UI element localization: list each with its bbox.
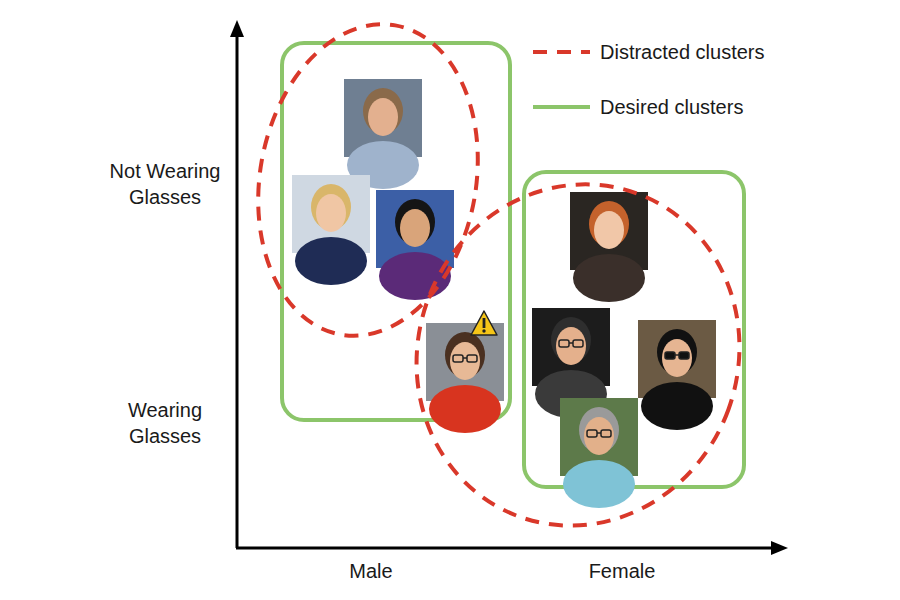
legend-swatch <box>533 50 590 54</box>
axis-category-label: Not Wearing Glasses <box>90 158 240 210</box>
glasses-lens <box>559 340 569 347</box>
face-photos <box>292 79 716 508</box>
photo-shoulders <box>379 252 451 300</box>
face-photo <box>638 320 716 430</box>
face-photo <box>426 323 504 433</box>
glasses-lens <box>587 430 597 437</box>
x-axis-arrowhead <box>771 541 788 555</box>
photo-face <box>594 211 624 249</box>
photo-glasses <box>559 340 583 347</box>
glasses-bridge <box>597 432 601 434</box>
photo-face <box>450 342 480 380</box>
axes <box>230 20 788 555</box>
warning-icon <box>471 311 497 335</box>
distracted-clusters <box>234 7 787 572</box>
glasses-lens <box>573 340 583 347</box>
y-axis-arrowhead <box>230 20 244 37</box>
axis-category-label: Male <box>311 558 431 584</box>
photo-face <box>556 327 586 365</box>
glasses-lens <box>453 355 463 362</box>
face-photo <box>560 398 638 508</box>
legend-swatch <box>533 105 590 109</box>
photo-shoulders <box>641 382 713 430</box>
photo-glasses <box>587 430 611 437</box>
photo-shoulders <box>295 237 367 285</box>
glasses-lens <box>679 352 689 359</box>
distracted-cluster-outline <box>369 139 787 572</box>
photo-glasses <box>453 355 477 362</box>
desired-cluster-outline <box>524 172 744 487</box>
legend-swatches <box>533 52 590 107</box>
glasses-bridge <box>463 357 467 359</box>
distracted-cluster-outline <box>234 7 501 354</box>
face-photo <box>344 79 422 189</box>
photo-face <box>400 209 430 247</box>
glasses-bridge <box>569 342 573 344</box>
face-photo <box>376 190 454 300</box>
glasses-lens <box>467 355 477 362</box>
warning-triangle <box>471 311 497 335</box>
photo-face <box>368 98 398 136</box>
glasses-bridge <box>675 354 679 356</box>
warning-mark-dot <box>482 329 485 332</box>
y-axis <box>236 34 239 548</box>
desired-cluster-outline <box>282 43 510 420</box>
photo-shoulders <box>563 460 635 508</box>
photo-shoulders <box>429 385 501 433</box>
glasses-lens <box>601 430 611 437</box>
axis-category-label: Female <box>562 558 682 584</box>
photo-face <box>584 417 614 455</box>
photo-glasses <box>665 352 689 359</box>
face-photo <box>570 192 648 302</box>
glasses-lens <box>665 352 675 359</box>
photo-face <box>662 339 692 377</box>
legend-label: Distracted clusters <box>600 39 765 65</box>
face-photo <box>292 175 370 285</box>
desired-clusters <box>282 43 744 487</box>
warning-mark-bar <box>483 318 486 328</box>
x-axis <box>236 547 772 550</box>
photo-face <box>316 194 346 232</box>
photo-shoulders <box>573 254 645 302</box>
legend-label: Desired clusters <box>600 94 743 120</box>
axis-category-label: Wearing Glasses <box>90 397 240 449</box>
